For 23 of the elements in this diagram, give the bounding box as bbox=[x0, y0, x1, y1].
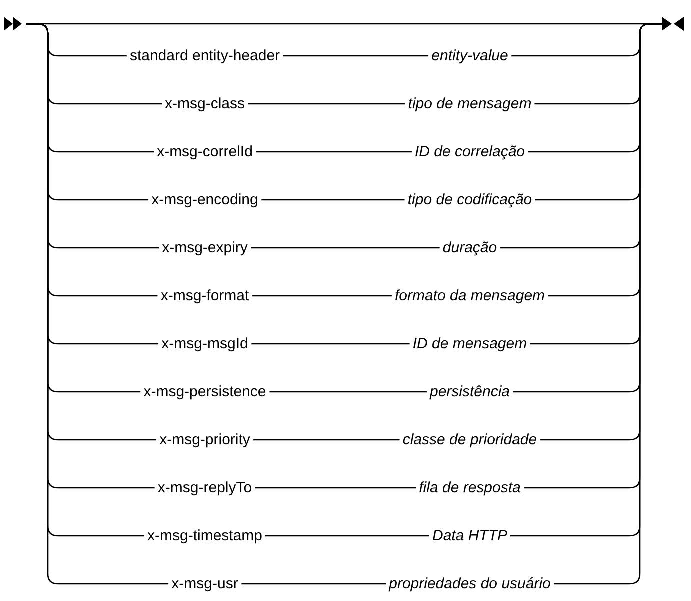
keyword-text: x-msg-expiry bbox=[159, 240, 251, 256]
syntax-line bbox=[269, 391, 427, 393]
keyword-text: x-msg-persistence bbox=[140, 384, 270, 400]
keyword-text: x-msg-encoding bbox=[148, 192, 262, 208]
syntax-line bbox=[256, 151, 412, 153]
syntax-line bbox=[252, 295, 392, 297]
keyword-text: x-msg-correlId bbox=[154, 144, 256, 160]
syntax-line bbox=[241, 583, 386, 585]
syntax-line bbox=[248, 103, 406, 105]
syntax-line bbox=[283, 55, 429, 57]
keyword-text: x-msg-msgId bbox=[158, 336, 252, 352]
parameter-text: propriedades do usuário bbox=[386, 576, 554, 592]
syntax-line bbox=[255, 487, 416, 489]
syntax-line bbox=[261, 199, 405, 201]
keyword-text: x-msg-priority bbox=[156, 432, 254, 448]
syntax-line bbox=[250, 247, 440, 249]
syntax-line bbox=[266, 535, 430, 537]
parameter-text: entity-value bbox=[428, 48, 512, 64]
end-marker bbox=[662, 17, 684, 31]
syntax-line bbox=[253, 439, 400, 441]
parameter-text: fila de resposta bbox=[416, 480, 524, 496]
syntax-line bbox=[251, 343, 410, 345]
syntax-line bbox=[26, 23, 169, 585]
